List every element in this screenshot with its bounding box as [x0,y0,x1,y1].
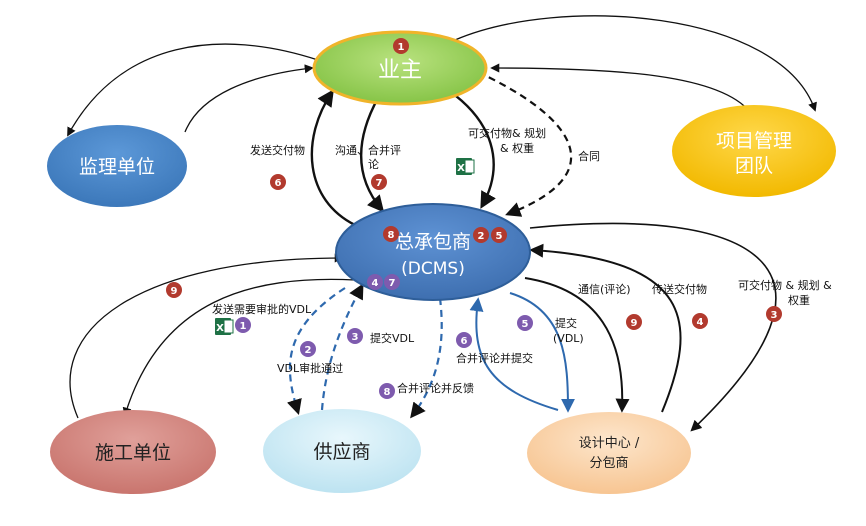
arrow-owner-to-gc-contract [477,71,573,217]
excel-icon: X [215,318,234,335]
label-submit-vdl2-line2: (VDL) [553,332,584,345]
svg-text:9: 9 [171,286,178,297]
svg-text:5: 5 [496,231,503,242]
svg-text:9: 9 [631,318,638,329]
label-deliverable-plan2-line1: 可交付物 & 规划 & [738,278,832,292]
node-general-contractor: 总承包商 (DCMS) [335,203,531,301]
arrow-construction-to-gc [69,253,344,419]
label-comm-merge-line2: 论 [368,157,379,171]
arrow-gc-to-design-plan [529,222,777,432]
label-send-deliverables: 发送交付物 [250,143,305,157]
badge-red-8: 8 [383,226,399,242]
design-label-line1: 设计中心 / [579,436,640,451]
connectors [67,15,817,432]
design-label-line2: 分包商 [589,456,628,471]
arrow-gc-to-construction [122,278,356,417]
badge-purple-7: 7 [384,274,400,290]
label-deliverable-plan-line2: & 权重 [500,141,534,155]
node-owner: 业主 [312,30,488,106]
badge-red-5: 5 [491,227,507,243]
excel-icon-glyph: X [457,163,465,174]
excel-icon: X [456,158,475,175]
label-merge-submit: 合并评论并提交 [456,351,533,365]
badge-purple-1: 1 [235,317,251,333]
badge-purple-2: 2 [300,341,316,357]
arrow-owner-to-gc-plan [441,84,496,209]
label-submit-vdl2-line1: 提交 [555,316,577,330]
svg-text:3: 3 [352,332,359,343]
label-vdl-approved: VDL审批通过 [277,361,343,375]
pm-label-line1: 项目管理 [716,130,792,152]
badge-purple-6: 6 [456,332,472,348]
svg-text:2: 2 [478,231,485,242]
svg-text:5: 5 [522,319,529,330]
excel-icon-glyph: X [216,323,224,334]
supplier-label: 供应商 [313,441,370,463]
label-send-vdl-approval: 发送需要审批的VDL [212,302,312,316]
badge-purple-8: 8 [379,383,395,399]
svg-text:1: 1 [240,321,247,332]
arrow-design-to-gc-transfer [529,243,682,413]
owner-label: 业主 [378,58,422,83]
arrow-gc-to-design-submit [509,292,575,413]
node-pm-team: 项目管理 团队 [672,105,836,197]
node-supplier: 供应商 [263,409,421,493]
node-supervisor: 监理单位 [47,125,187,207]
badge-red-6: 6 [270,174,286,190]
arrow-pm-to-owner [490,63,751,113]
construction-label: 施工单位 [95,442,171,464]
svg-text:4: 4 [697,317,704,328]
gc-label-line1: 总承包商 [395,231,471,253]
node-construction: 施工单位 [50,410,216,494]
svg-text:8: 8 [388,230,395,241]
arrow-gc-to-supplier-dashed-left [287,287,346,415]
svg-text:7: 7 [376,178,383,189]
svg-text:6: 6 [275,178,282,189]
svg-text:7: 7 [389,278,396,289]
number-badges: 1 6 7 8 2 5 9 9 4 3 4 7 1 2 3 8 6 5 [166,38,782,399]
arrow-design-to-gc-merge [469,297,559,411]
badge-red-9-right: 9 [626,314,642,330]
node-design-center: 设计中心 / 分包商 [527,412,691,494]
arrow-supervisor-to-owner [184,64,314,133]
arrow-owner-to-pm [454,15,817,112]
label-merge-feedback: 合并评论并反馈 [397,381,474,395]
supervisor-label: 监理单位 [79,156,155,178]
svg-text:6: 6 [461,336,468,347]
label-comm-merge-line1: 沟通、合并评 [335,143,401,157]
label-contract: 合同 [578,149,600,163]
arrow-supplier-to-gc-dashed [320,283,364,411]
svg-text:3: 3 [771,310,778,321]
arrow-owner-to-gc-comm [360,97,385,213]
badge-red-3: 3 [766,306,782,322]
badge-red-7: 7 [371,174,387,190]
label-transfer-deliverables: 传送交付物 [652,282,707,296]
badge-purple-5: 5 [517,315,533,331]
label-deliverable-plan-line1: 可交付物& 规划 [468,126,546,140]
label-communication: 通信(评论) [578,282,631,296]
edge-labels: 发送交付物 沟通、合并评 论 可交付物& 规划 & 权重 合同 发送需要审批的V… [212,126,832,395]
label-submit-vdl: 提交VDL [370,331,415,345]
svg-text:2: 2 [305,345,312,356]
svg-text:1: 1 [398,42,405,53]
badge-purple-3: 3 [347,328,363,344]
svg-text:4: 4 [372,278,379,289]
badge-red-1: 1 [393,38,409,54]
badge-red-2: 2 [473,227,489,243]
arrow-gc-to-supplier-dashed-right [410,297,443,419]
gc-label-line2: (DCMS) [401,259,465,279]
arrow-gc-to-design-comm [524,277,630,413]
svg-text:8: 8 [384,387,391,398]
badge-purple-4: 4 [367,274,383,290]
label-deliverable-plan2-line2: 权重 [788,293,810,307]
arrow-gc-to-owner-deliverables [310,89,356,227]
pm-label-line2: 团队 [735,155,773,177]
badge-red-9-left: 9 [166,282,182,298]
arrow-owner-to-supervisor [67,43,319,137]
badge-red-4: 4 [692,313,708,329]
